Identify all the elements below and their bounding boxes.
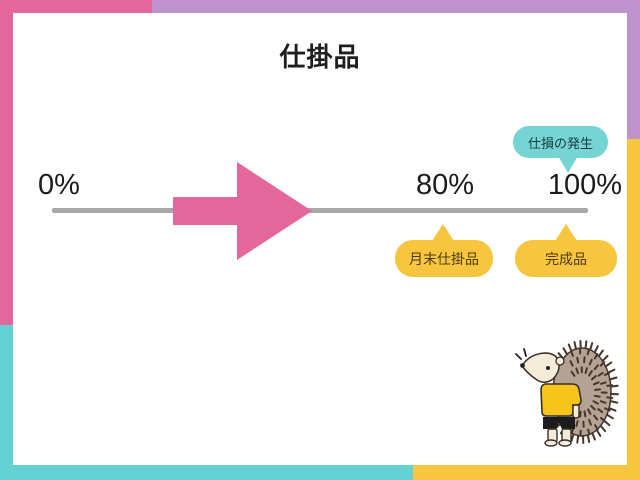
hedgehog-face [521, 352, 560, 383]
callout-spoilage-label: 仕損の発生 [527, 135, 593, 151]
callout-month-end-wip-label: 月末仕掛品 [409, 250, 479, 267]
hedgehog-shorts [543, 417, 575, 429]
progress-arrow-head [237, 162, 312, 260]
callout-finished-goods: 完成品 [515, 240, 617, 277]
hedgehog-eye [546, 366, 550, 370]
label-100-percent: 100% [547, 169, 623, 201]
slide-card: 仕掛品 0% 80% 100% 仕損の発生 月末仕掛品 完成品 [13, 13, 627, 465]
slide-title: 仕掛品 [279, 42, 361, 72]
callout-month-end-wip-tail [432, 224, 454, 241]
label-0-percent: 0% [38, 169, 80, 201]
callout-spoilage: 仕損の発生 [513, 126, 608, 158]
hedgehog-ear [555, 356, 565, 366]
label-80-percent: 80% [415, 169, 475, 201]
hedgehog-sniff-marks [515, 348, 527, 360]
completion-progress-line [52, 208, 588, 213]
callout-finished-goods-tail [555, 224, 577, 241]
callout-spoilage-tail [558, 156, 578, 173]
callout-finished-goods-label: 完成品 [545, 250, 587, 267]
hedgehog-illustration [515, 340, 619, 447]
progress-arrow-body [173, 197, 239, 225]
hedgehog-legs [544, 428, 572, 447]
callout-month-end-wip: 月末仕掛品 [395, 240, 493, 277]
hedgehog-arm [572, 404, 580, 419]
hedgehog-nose [520, 363, 525, 368]
